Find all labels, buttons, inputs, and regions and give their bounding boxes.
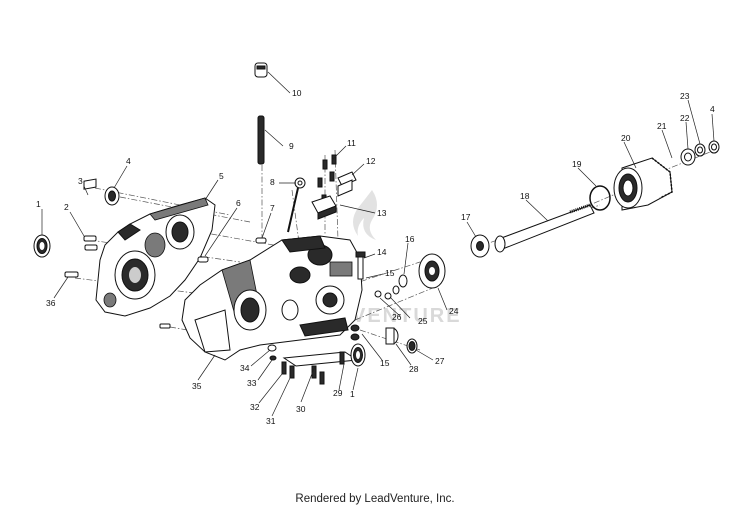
tag-plate-part [83, 178, 97, 190]
spacer-part [680, 148, 696, 166]
callout-35: 35 [192, 381, 202, 391]
callout-10: 10 [292, 88, 302, 98]
bushing-part [385, 327, 399, 345]
ring-part [694, 143, 706, 157]
callout-27: 27 [435, 356, 445, 366]
small-washer-part [374, 290, 382, 298]
callout-29: 29 [333, 388, 343, 398]
callout-31: 31 [266, 416, 276, 426]
callout-11: 11 [347, 138, 356, 148]
o-ring-part [589, 185, 611, 211]
callout-4: 4 [126, 156, 131, 166]
callout-34: 34 [240, 363, 250, 373]
callout-26: 26 [392, 312, 402, 322]
bearing-part [418, 253, 446, 289]
callout-21: 21 [657, 121, 667, 131]
callout-7: 7 [270, 203, 275, 213]
washer-part [470, 234, 490, 258]
callout-18: 18 [520, 191, 530, 201]
leader-lines [41, 71, 715, 417]
callout-32: 32 [250, 402, 260, 412]
callout-25: 25 [418, 316, 428, 326]
footer-credit: Rendered by LeadVenture, Inc. [295, 493, 455, 505]
callout-9: 9 [289, 141, 294, 151]
callout-19: 19 [572, 159, 582, 169]
bracket-part [311, 171, 357, 220]
callout-14: 14 [377, 247, 387, 257]
callout-1: 1 [350, 389, 355, 399]
callout-24: 24 [449, 306, 459, 316]
shaft-bolt-part [355, 251, 366, 280]
breather-cap-part [254, 62, 268, 78]
dowel-part [255, 237, 267, 244]
callout-17: 17 [461, 212, 471, 222]
callout-16: 16 [405, 234, 415, 244]
callout-15: 15 [380, 358, 390, 368]
seal-part [33, 234, 51, 258]
callout-23: 23 [680, 91, 690, 101]
callout-15: 15 [385, 268, 395, 278]
cover-plate-part [282, 351, 359, 367]
callout-22: 22 [680, 113, 690, 123]
watermark-logo-icon [353, 190, 377, 240]
callout-3: 3 [78, 176, 83, 186]
callout-33: 33 [247, 378, 257, 388]
callout-20: 20 [621, 133, 631, 143]
callout-labels: 1 2 3 4 5 6 7 8 9 10 11 12 13 14 15 15 1… [36, 88, 715, 426]
callout-30: 30 [296, 404, 306, 414]
seal-part [350, 343, 366, 367]
washer-part [104, 186, 120, 206]
watermark: VENTURE [352, 190, 462, 327]
washer-part [392, 285, 400, 295]
callout-12: 12 [366, 156, 376, 166]
left-cover-part [95, 197, 216, 317]
watermark-text: VENTURE [352, 305, 462, 327]
small-bolt-parts [267, 324, 360, 385]
callout-36: 36 [46, 298, 56, 308]
callout-2: 2 [64, 202, 69, 212]
dowel-part [197, 256, 209, 263]
callout-8: 8 [270, 177, 275, 187]
screw-parts [317, 154, 337, 205]
callout-13: 13 [377, 208, 387, 218]
snap-ring-part [708, 140, 720, 154]
callout-6: 6 [236, 198, 241, 208]
callout-1: 1 [36, 199, 41, 209]
breather-tube-part [257, 115, 265, 165]
callout-4: 4 [710, 104, 715, 114]
seal-ring-part [406, 338, 418, 354]
clutch-drum-part [613, 157, 673, 211]
small-washer-part [384, 292, 392, 300]
main-case-part [181, 235, 363, 361]
callout-5: 5 [219, 171, 224, 181]
dipstick-part [287, 177, 306, 233]
washer-part [398, 274, 408, 288]
drive-shaft-part [494, 203, 595, 253]
bolt-parts [64, 235, 171, 329]
callout-28: 28 [409, 364, 419, 374]
